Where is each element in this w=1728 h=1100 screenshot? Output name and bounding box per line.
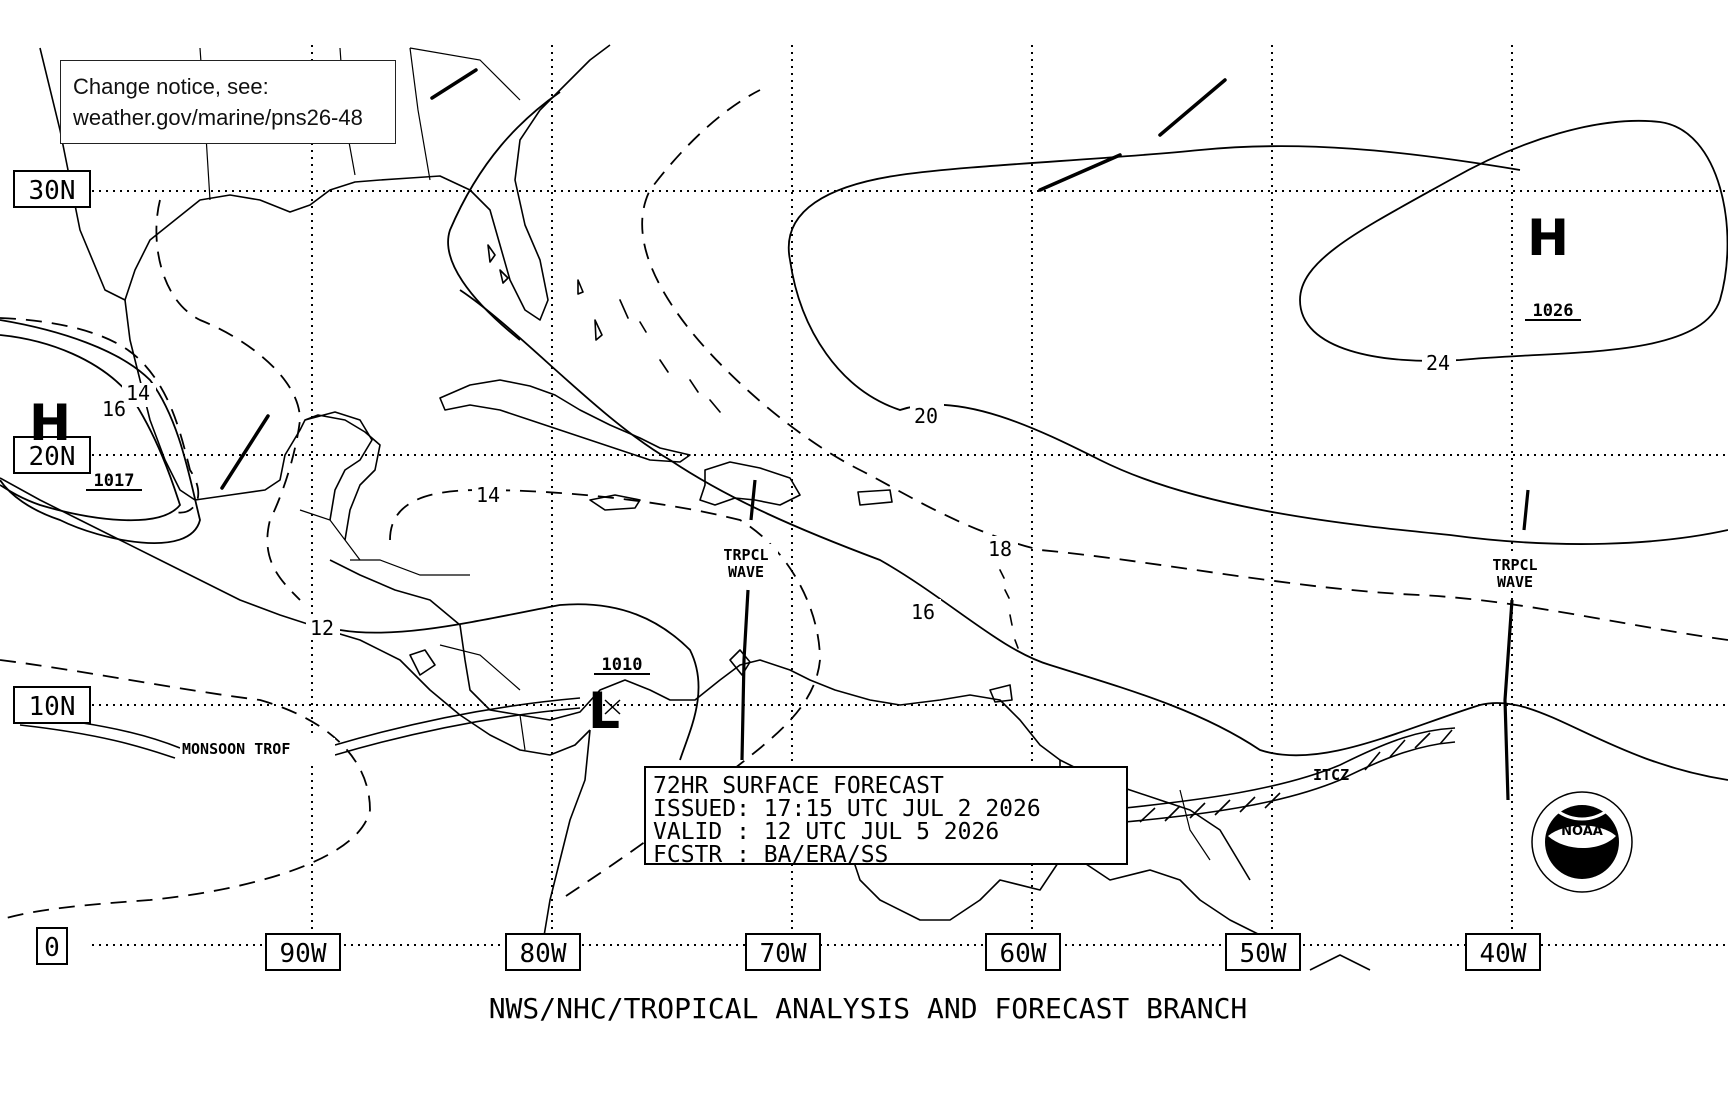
- florida-lakes: [487, 244, 509, 284]
- gulf-coast-us: [39, 44, 611, 321]
- south-america-coast: [539, 729, 591, 961]
- coastlines: [0, 44, 1371, 971]
- lon-label-40w: 40W: [1480, 939, 1527, 969]
- lat-label-30n: 30N: [29, 176, 76, 206]
- lat-label-0: 0: [44, 933, 60, 963]
- jamaica: [589, 494, 641, 511]
- isobar-1020: [787, 145, 1728, 545]
- lake-nicaragua: [409, 649, 436, 676]
- high-center-east-value: 1026: [1533, 301, 1574, 321]
- isobar-label-16: 16: [911, 600, 935, 624]
- footer-credit: NWS/NHC/TROPICAL ANALYSIS AND FORECAST B…: [489, 992, 1248, 1025]
- lon-label-80w: 80W: [520, 939, 567, 969]
- high-center-east: H: [1527, 209, 1569, 267]
- fronts: [220, 68, 1227, 490]
- longitude-labels: 90W 80W 70W 60W 50W 40W: [265, 933, 1541, 971]
- feature-labels: TRPCL WAVE TRPCL WAVE MONSOON TROF ITCZ: [180, 544, 1548, 784]
- high-center-west: H: [29, 394, 71, 452]
- noaa-logo-icon: NOAA: [1531, 791, 1633, 893]
- change-notice-link[interactable]: weather.gov/marine/pns26-48: [73, 105, 363, 130]
- tropical-wave-label-2a: TRPCL: [1492, 556, 1537, 574]
- yucatan: [304, 414, 381, 541]
- change-notice-line1: Change notice, see:: [73, 74, 269, 99]
- venezuela-border: [849, 849, 1061, 921]
- tropical-wave-label-1a: TRPCL: [723, 546, 768, 564]
- lon-label-90w: 90W: [280, 939, 327, 969]
- monsoon-trough-label: MONSOON TROF: [182, 740, 290, 758]
- isobar-label-12: 12: [310, 616, 334, 640]
- lon-label-70w: 70W: [760, 939, 807, 969]
- change-notice-box: Change notice, see: weather.gov/marine/p…: [60, 60, 396, 144]
- tropical-wave-70w: [740, 479, 757, 761]
- cuba: [439, 379, 691, 463]
- isobar-label-24: 24: [1426, 351, 1450, 375]
- puerto-rico: [857, 489, 893, 506]
- forecast-title: 72HR SURFACE FORECAST: [653, 773, 944, 799]
- isobar-label-16-west: 16: [102, 397, 126, 421]
- lesser-antilles: [999, 569, 1019, 649]
- itcz-band: [1124, 727, 1456, 823]
- isobar-labels: 24 20 18 16 14 14 16 12: [102, 350, 1456, 640]
- itcz-label: ITCZ: [1313, 766, 1349, 784]
- trinidad: [989, 684, 1013, 703]
- lon-label-60w: 60W: [1000, 939, 1047, 969]
- hispaniola: [699, 461, 801, 506]
- maracaibo: [729, 649, 751, 676]
- low-center: L: [588, 682, 620, 740]
- forecast-valid: VALID : 12 UTC JUL 5 2026: [653, 819, 999, 845]
- mexico-east-coast: [124, 299, 373, 521]
- tropical-wave-40w: [1503, 489, 1530, 801]
- low-center-x-icon: [604, 699, 621, 715]
- isobar-1024: [1299, 119, 1728, 362]
- lat-label-20n: 20N: [29, 442, 76, 472]
- lat-lon-grid: [92, 45, 1728, 946]
- isobar-label-18: 18: [988, 537, 1012, 561]
- latitude-labels: 30N 20N 10N 0: [13, 170, 91, 965]
- isobar-label-14: 14: [476, 483, 500, 507]
- forecast-forecasters: FCSTR : BA/ERA/SS: [653, 842, 888, 868]
- high-center-west-value: 1017: [94, 471, 135, 491]
- forecast-issued: ISSUED: 17:15 UTC JUL 2 2026: [653, 796, 1041, 822]
- tropical-wave-label-1b: WAVE: [728, 563, 764, 581]
- noaa-logo-text: NOAA: [1561, 824, 1603, 839]
- isobar-1018: [641, 89, 1728, 641]
- low-center-value: 1010: [602, 655, 643, 675]
- tropical-wave-label-2b: WAVE: [1497, 573, 1533, 591]
- tropical-waves: [740, 479, 1530, 801]
- bahamas: [577, 279, 721, 413]
- isobar-1016: [459, 289, 1728, 781]
- isobar-label-14-west: 14: [126, 381, 150, 405]
- lat-label-10n: 10N: [29, 692, 76, 722]
- monsoon-trough: [19, 697, 581, 759]
- pressure-centers: H 1026 H 1017 L 1010: [29, 209, 1581, 740]
- isobar-label-20: 20: [914, 404, 938, 428]
- isobars-solid: [0, 91, 1728, 781]
- isobar-1012: [339, 603, 700, 761]
- forecast-info-box: 72HR SURFACE FORECAST ISSUED: 17:15 UTC …: [644, 766, 1128, 868]
- lon-label-50w: 50W: [1240, 939, 1287, 969]
